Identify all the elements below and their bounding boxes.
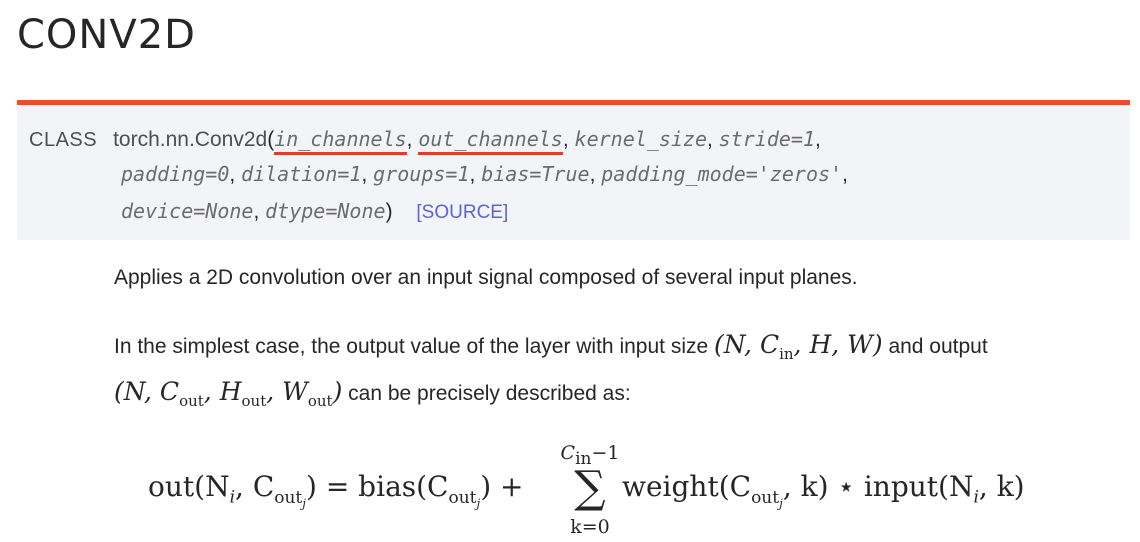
output-size-mid1: , H	[203, 377, 242, 406]
input-size-rest: , H, W)	[793, 330, 883, 359]
output-size-sub1: out	[179, 392, 204, 410]
param-padding: padding=0	[121, 162, 230, 186]
formula-bias-end: ) +	[480, 470, 524, 503]
output-size-math: (N, Cout, Hout, Wout)	[114, 377, 343, 410]
close-paren: )	[385, 200, 393, 223]
separator: ,	[253, 200, 260, 223]
p2-text-mid: and output	[888, 335, 988, 358]
sum-upper-rest: −1	[591, 442, 620, 464]
formula-lhs-i: i	[229, 487, 236, 508]
param-dilation: dilation=1	[241, 162, 362, 186]
output-size-pre: (N, C	[114, 377, 180, 406]
separator: ,	[842, 163, 848, 186]
output-size-end: )	[332, 377, 343, 406]
output-size-sub2: out	[241, 392, 267, 410]
description-paragraph-1: Applies a 2D convolution over an input s…	[114, 266, 858, 289]
formula-lhs: out(Ni, Coutj) = bias(Coutj) +	[148, 470, 524, 510]
convolution-formula: out(Ni, Coutj) = bias(Coutj) + Cin−1 ∑ k…	[148, 440, 1048, 540]
param-bias: bias=True	[481, 162, 590, 186]
formula-rhs: weight(Coutj, k) ⋆ input(Ni, k)	[622, 470, 1025, 510]
separator: ,	[589, 163, 596, 186]
page-title: CONV2D	[17, 12, 196, 58]
separator: ,	[406, 128, 413, 151]
formula-lhs-text: out(N	[148, 470, 230, 503]
summation-symbol: Cin−1 ∑ k=0	[560, 440, 620, 540]
formula-bias-subj: j	[476, 495, 481, 510]
sum-upper-sub: in	[575, 448, 592, 469]
sigma-icon: ∑	[574, 462, 606, 513]
param-kernel-size: kernel_size	[574, 127, 707, 151]
formula-rhs-sub: out	[751, 487, 780, 508]
description-paragraph-2: In the simplest case, the output value o…	[114, 326, 1124, 420]
sum-upper-limit: Cin−1	[560, 440, 620, 469]
formula-lhs-sub: out	[274, 487, 303, 508]
sum-upper-c: C	[560, 442, 576, 464]
param-dtype: dtype=None	[265, 199, 386, 223]
formula-rhs-text: weight(C	[622, 470, 752, 503]
signature-line-2: padding=0, dilation=1, groups=1, bias=Tr…	[121, 162, 848, 187]
source-link[interactable]: [SOURCE]	[416, 202, 509, 223]
input-size-sub: in	[779, 345, 794, 363]
formula-rhs-end: , k)	[978, 470, 1025, 503]
signature-line-1: CLASS torch.nn.Conv2d(in_channels, out_ch…	[29, 127, 821, 155]
class-name: torch.nn.Conv2d	[113, 128, 268, 151]
param-groups: groups=1	[373, 162, 470, 186]
separator: ,	[361, 163, 368, 186]
p2-text-end: can be precisely described as:	[348, 382, 631, 405]
formula-lhs-subj: j	[302, 495, 306, 510]
formula-rhs-subj: j	[779, 495, 783, 510]
param-device: device=None	[121, 199, 254, 223]
param-in-channels: in_channels	[274, 127, 407, 155]
formula-lhs-end: ) = bias(C	[306, 470, 449, 503]
param-padding-mode: padding_mode='zeros'	[601, 162, 843, 186]
formula-rhs-i: i	[973, 487, 979, 508]
p2-text-start: In the simplest case, the output value o…	[114, 335, 709, 358]
sum-lower-limit: k=0	[570, 516, 610, 538]
input-size-main: (N, C	[714, 330, 780, 359]
output-size-sub3: out	[307, 392, 333, 410]
formula-bias-sub: out	[448, 487, 477, 508]
open-paren: (	[267, 128, 275, 151]
output-size-mid2: , W	[266, 377, 308, 406]
separator: ,	[229, 163, 236, 186]
input-size-math: (N, Cin, H, W)	[714, 330, 883, 363]
separator: ,	[815, 128, 821, 151]
param-stride: stride=1	[718, 127, 815, 151]
separator: ,	[706, 128, 713, 151]
class-signature: CLASS torch.nn.Conv2d(in_channels, out_ch…	[17, 100, 1130, 240]
separator: ,	[469, 163, 476, 186]
formula-lhs-mid: , C	[235, 470, 275, 503]
separator: ,	[562, 128, 569, 151]
class-keyword: CLASS	[29, 129, 98, 151]
formula-rhs-mid: , k) ⋆ input(N	[782, 470, 974, 503]
param-out-channels: out_channels	[418, 127, 563, 155]
signature-line-3: device=None, dtype=None) [SOURCE]	[121, 199, 508, 224]
